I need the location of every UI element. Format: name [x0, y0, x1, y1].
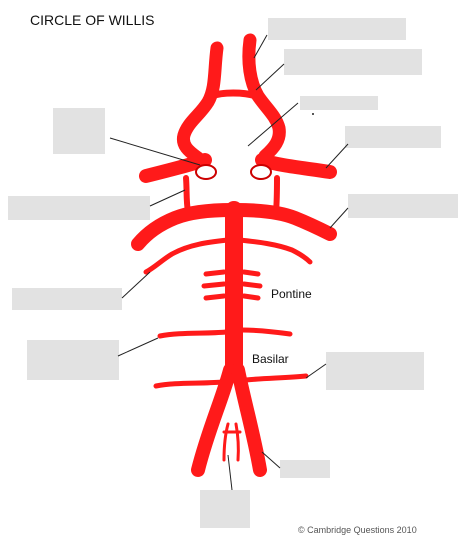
blank-label-box-10[interactable] [326, 352, 424, 390]
leader-line-9 [117, 337, 159, 357]
blank-label-box-4[interactable] [53, 108, 105, 154]
leader-line-11 [261, 451, 281, 469]
blank-label-box-12[interactable] [200, 490, 250, 528]
stray-dot [312, 113, 314, 115]
anterior-spinal-artery-left [222, 422, 230, 462]
leader-line-12 [227, 454, 233, 491]
left-vertebral-artery [191, 363, 237, 477]
left-middle-cerebral-artery [139, 153, 212, 183]
left-anterior-cerebral-artery [176, 41, 224, 165]
leader-line-7 [329, 207, 349, 229]
pontine-branch-right-3 [241, 293, 261, 301]
blank-label-box-3[interactable] [300, 96, 378, 110]
right-anterior-inferior-cerebellar-artery [239, 327, 293, 337]
right-superior-cerebellar-artery [237, 237, 313, 265]
left-anterior-inferior-cerebellar-artery [157, 329, 229, 339]
pontine-branch-left-3 [203, 293, 227, 301]
right-vertebral-artery [231, 363, 267, 477]
pontine-branch-right-1 [241, 269, 261, 277]
blank-label-box-6[interactable] [8, 196, 150, 220]
right-middle-cerebral-artery [255, 153, 337, 179]
blank-label-box-2[interactable] [284, 49, 422, 75]
right-posterior-inferior-cerebellar-artery [243, 373, 309, 383]
internal-carotid-ends [195, 164, 272, 180]
anterior-spinal-artery-right [234, 422, 240, 462]
label-basilar: Basilar [252, 352, 289, 366]
blank-label-box-7[interactable] [348, 194, 458, 218]
pontine-branch-right-2 [241, 281, 263, 289]
blank-label-boxes [8, 18, 458, 528]
anterior-communicating-artery [208, 89, 260, 100]
left-superior-cerebellar-artery [143, 237, 231, 275]
copyright-notice: © Cambridge Questions 2010 [298, 525, 417, 535]
blank-label-box-11[interactable] [280, 460, 330, 478]
leader-line-4 [109, 137, 201, 166]
leader-line-6 [149, 189, 186, 207]
left-posterior-inferior-cerebellar-artery [153, 379, 225, 389]
leader-line-2 [255, 63, 285, 91]
blank-label-box-5[interactable] [345, 126, 441, 148]
leader-line-10 [305, 363, 327, 379]
right-internal-carotid-cut-end [250, 164, 272, 180]
leader-lines [109, 34, 349, 491]
pontine-branch-left-1 [203, 269, 227, 277]
blank-label-box-1[interactable] [268, 18, 406, 40]
artery-network [131, 33, 337, 477]
pontine-branch-left-2 [201, 281, 227, 289]
leader-line-1 [253, 34, 268, 59]
left-posterior-cerebral-artery [131, 203, 239, 251]
label-pontine: Pontine [271, 287, 312, 301]
leader-line-5 [325, 143, 349, 169]
blank-label-box-8[interactable] [12, 288, 122, 310]
right-anterior-cerebral-artery [242, 33, 286, 163]
blank-label-box-9[interactable] [27, 340, 119, 380]
diagram-title: CIRCLE OF WILLIS [30, 12, 154, 28]
left-internal-carotid-cut-end [195, 164, 217, 180]
leader-line-3 [247, 102, 299, 147]
right-posterior-cerebral-artery [229, 203, 337, 241]
left-posterior-communicating-artery [183, 175, 191, 215]
leader-line-8 [121, 271, 151, 299]
